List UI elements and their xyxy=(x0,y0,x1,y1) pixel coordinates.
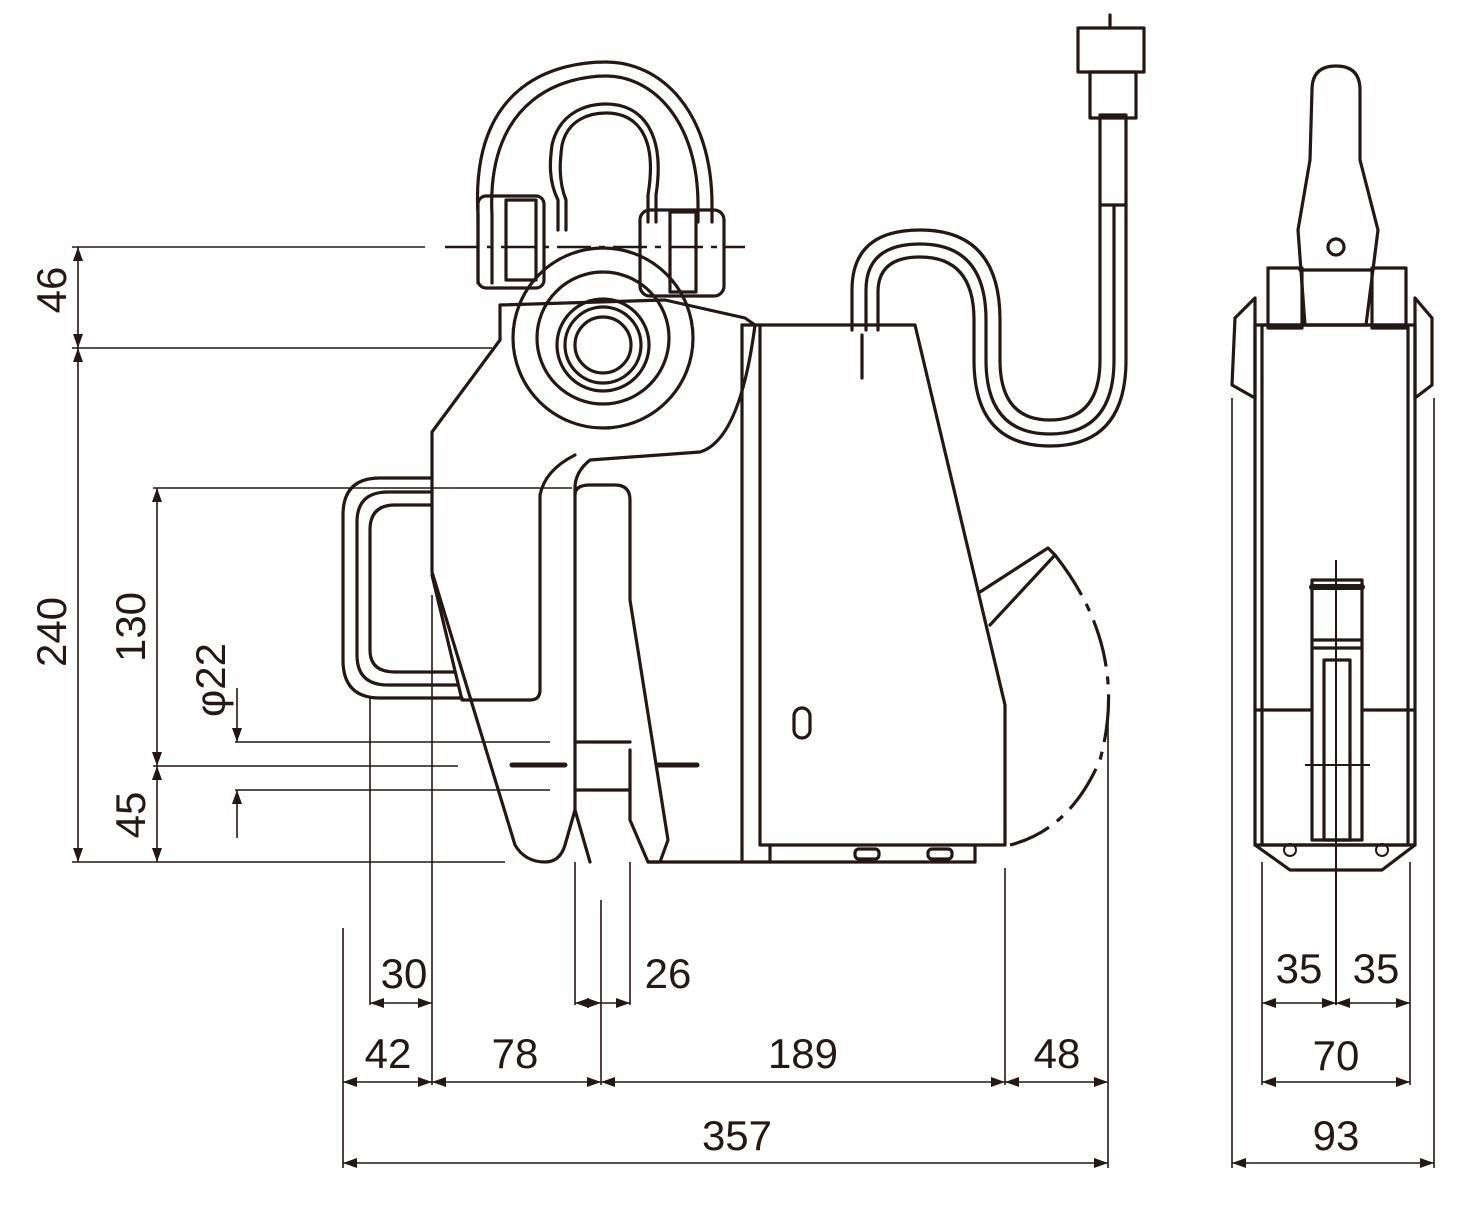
dim-label-26: 26 xyxy=(645,950,692,997)
dim-label-42: 42 xyxy=(365,1030,412,1077)
side-view xyxy=(341,13,1146,864)
dim-label-48: 48 xyxy=(1034,1030,1081,1077)
motor-housing xyxy=(646,323,1111,864)
dim-label-45: 45 xyxy=(107,792,154,839)
cable xyxy=(850,13,1146,448)
dim-label-357: 357 xyxy=(702,1112,772,1159)
pivot-eye xyxy=(511,246,695,430)
end-view xyxy=(1230,64,1434,1005)
dim-label-35-right: 35 xyxy=(1353,945,1400,992)
dim-label-78: 78 xyxy=(492,1030,539,1077)
shackle xyxy=(445,60,745,298)
handle-loop xyxy=(341,476,464,700)
clamp-body xyxy=(430,298,757,864)
dim-label-30: 30 xyxy=(381,950,428,997)
dim-label-46: 46 xyxy=(28,267,75,314)
dim-label-diameter-22: φ22 xyxy=(187,643,234,717)
dim-label-35-left: 35 xyxy=(1276,945,1323,992)
dim-label-240: 240 xyxy=(28,597,75,667)
dim-label-93: 93 xyxy=(1313,1112,1360,1159)
arrowheads xyxy=(73,247,1434,1168)
dim-label-70: 70 xyxy=(1313,1032,1360,1079)
dim-label-130: 130 xyxy=(107,592,154,662)
dim-label-189: 189 xyxy=(768,1030,838,1077)
dimensions: 42 78 189 48 357 30 26 46 240 130 45 φ22… xyxy=(28,246,1435,1168)
